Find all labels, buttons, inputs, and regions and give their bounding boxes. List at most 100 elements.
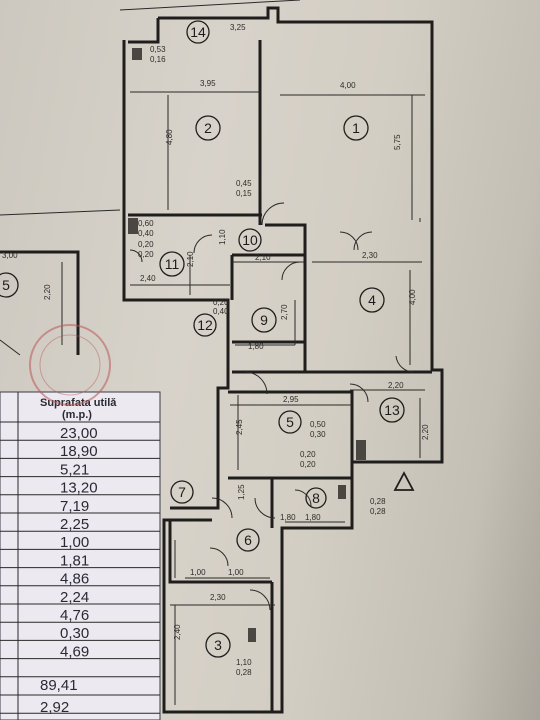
stamp-seal <box>29 324 111 406</box>
table-area-value: 2,24 <box>60 589 89 606</box>
room-10-circle <box>238 228 262 252</box>
wall-7-3 <box>168 520 272 584</box>
room-5-adjacent-circle <box>0 272 19 298</box>
door-arc-room1 <box>261 202 285 226</box>
paper-line <box>0 209 121 216</box>
table-area-value: 5,21 <box>60 461 89 478</box>
dimension-label: 2,95 <box>283 395 299 404</box>
door-arc-room13b <box>349 383 369 403</box>
table-total: 89,41 <box>40 677 78 694</box>
dimension-label: 4,00 <box>340 81 356 90</box>
table-area-value: 1,00 <box>60 534 89 551</box>
door-arc-room7 <box>211 497 233 519</box>
table-header: Suprafata utilă <box>40 397 117 409</box>
dimension-label: 0,45 <box>236 179 252 188</box>
dimension-label: 1,80 <box>280 513 296 522</box>
duct-room2 <box>132 48 142 60</box>
door-arc-room7b <box>209 547 229 567</box>
dimension-label: 0,60 <box>138 219 154 228</box>
dimension-label: 0,15 <box>236 189 252 198</box>
room-12-label: 12 <box>197 317 213 333</box>
dimension-label: 1,10 <box>236 658 252 667</box>
adjacent-wall <box>0 250 80 355</box>
room-11-circle <box>159 251 185 277</box>
dimension-label: 2,10 <box>186 251 195 267</box>
dimension-label: 0,50 <box>310 420 326 429</box>
dimension-label: 1,00 <box>190 568 206 577</box>
room-13-label: 13 <box>384 402 400 418</box>
room-5-circle <box>278 410 302 434</box>
outer-wall-left <box>122 40 230 510</box>
room-5-adjacent-label: 5 <box>2 277 10 293</box>
room-8-circle <box>305 487 327 509</box>
outer-wall-top <box>158 6 434 224</box>
door-arc-room11 <box>193 234 213 254</box>
dimension-label: 3,00 <box>2 251 18 260</box>
room-8-label: 8 <box>312 490 320 506</box>
dimension-label: 2,20 <box>43 284 52 300</box>
dimension-label: 2,40 <box>173 624 182 640</box>
room-9-label: 9 <box>260 312 268 328</box>
dimension-label: 0,20 <box>138 250 154 259</box>
outer-wall-bottom <box>162 462 354 714</box>
room-1-circle <box>343 115 369 141</box>
dimension-label: 0,20 <box>213 298 229 307</box>
dimension-label: 1,80 <box>305 513 321 522</box>
door-arc-room3 <box>249 589 271 611</box>
room-6-label: 6 <box>244 532 252 548</box>
dimension-label: 2,20 <box>421 424 430 440</box>
dimension-label: 0,20 <box>138 240 154 249</box>
dimension-label: 0,28 <box>236 668 252 677</box>
door-arc-room4 <box>339 231 359 251</box>
room-2-circle <box>195 115 221 141</box>
table-area-value: 4,69 <box>60 643 89 660</box>
outer-wall-right <box>352 224 444 464</box>
dimension-label: 0,30 <box>310 430 326 439</box>
door-arc-left <box>129 249 143 263</box>
north-triangle-marker <box>393 471 415 491</box>
dimension-label: 1,25 <box>237 484 246 500</box>
wall-room4 <box>265 223 432 374</box>
table-area-value: 7,19 <box>60 498 89 515</box>
room-14-label: 14 <box>190 24 206 40</box>
area-table <box>0 391 161 720</box>
dimension-label: 3,25 <box>230 23 246 32</box>
dimension-label: 4,80 <box>165 129 174 145</box>
table-area-value: 4,76 <box>60 607 89 624</box>
stamp-seal-inner <box>39 334 101 396</box>
dimension-label: 1,80 <box>248 342 264 351</box>
table-area-value: 2,25 <box>60 516 89 533</box>
duct-room11 <box>128 218 138 234</box>
dimension-label: 3,95 <box>200 79 216 88</box>
dimension-label: 2,40 <box>140 274 156 283</box>
door-arc-room5 <box>244 371 268 395</box>
table-area-value: 23,00 <box>60 425 98 442</box>
dimension-label: 2,30 <box>210 593 226 602</box>
door-arc-room13 <box>395 355 415 373</box>
room-14-circle <box>186 20 210 44</box>
room-3-label: 3 <box>214 637 222 653</box>
dimension-label: 0,40 <box>213 307 229 316</box>
duct-room5 <box>356 440 366 460</box>
room-9-circle <box>251 307 277 333</box>
table-header-unit: (m.p.) <box>62 409 92 421</box>
dimension-label: 2,45 <box>235 419 244 435</box>
dimension-label: 1,00 <box>228 568 244 577</box>
room-7-circle <box>170 480 194 504</box>
table-extra: 2,92 <box>40 699 69 716</box>
room-13-circle <box>379 397 405 423</box>
room-4-circle <box>359 287 385 313</box>
dimension-label: 0,40 <box>138 229 154 238</box>
dimension-label: 2,70 <box>280 304 289 320</box>
dimension-label: 5,75 <box>393 134 402 150</box>
duct-room8 <box>338 485 346 499</box>
door-arc-room6 <box>254 497 276 519</box>
dimension-label: 1,10 <box>218 229 227 245</box>
dimension-label: 2,10 <box>255 253 271 262</box>
table-area-value: 0,30 <box>60 625 89 642</box>
adjacent-edge <box>0 339 21 356</box>
dimension-label: 2,20 <box>388 381 404 390</box>
room-12-circle <box>193 313 217 337</box>
table-area-value: 4,86 <box>60 571 89 588</box>
table-area-value: 1,81 <box>60 552 89 569</box>
